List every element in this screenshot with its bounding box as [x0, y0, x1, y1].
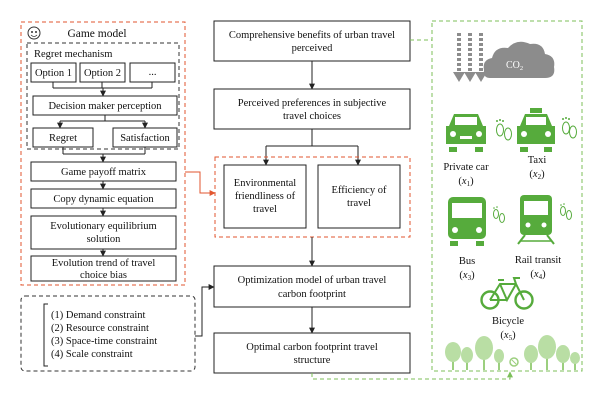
bus-variable: (x3): [459, 270, 475, 282]
private-car-icon: [446, 114, 486, 152]
evolution-trend-label-2: choice bias: [80, 270, 127, 281]
regret-label: Regret: [49, 133, 77, 144]
benefits-label-1: Comprehensive benefits of urban travel: [229, 30, 395, 41]
rail-transit-icon: [517, 195, 555, 245]
evolution-trend-label-1: Evolution trend of travel: [52, 258, 156, 269]
rail-footprint-icon: [560, 203, 572, 220]
game-to-perception-arrow: [185, 171, 216, 196]
emission-arrows-icon: [453, 33, 487, 82]
optimal-structure-label-2: structure: [294, 355, 331, 366]
taxi-footprint-icon: [562, 117, 577, 139]
bicycle-icon: [480, 277, 534, 310]
green-trees-illustration: [445, 335, 580, 370]
decision-perception-label: Decision maker perception: [48, 101, 162, 112]
optimization-label-2: carbon footprint: [278, 289, 346, 300]
recycle-leaf-icon: [509, 357, 519, 367]
payoff-matrix-label: Game payoff matrix: [61, 167, 147, 178]
options-connector: [52, 82, 153, 97]
private-car-variable: (x1): [458, 176, 474, 188]
taxi-variable: (x2): [529, 169, 545, 181]
perception-connector: [57, 115, 148, 129]
optimization-box: [213, 265, 411, 308]
regret-mechanism-label: Regret mechanism: [34, 49, 112, 60]
constraint-2: (2) Resource constraint: [51, 323, 149, 334]
rail-transit-label: Rail transit: [515, 255, 561, 266]
preferences-label-2: travel choices: [283, 111, 341, 122]
private-car-footprint-icon: [496, 119, 512, 141]
regret-mechanism-frame: [26, 42, 180, 150]
taxi-icon: [517, 108, 555, 152]
game-model-icon: [27, 26, 41, 40]
efficiency-label-1: Efficiency of: [332, 185, 387, 196]
evolution-trend-box: [30, 255, 177, 282]
bicycle-variable: (x5): [500, 330, 516, 342]
game-model-frame: [20, 21, 186, 286]
benefits-label-2: perceived: [292, 43, 334, 54]
travel-modes-frame: [431, 20, 583, 372]
optimal-structure-box: [213, 332, 411, 374]
environmental-label-2: friendliness of: [235, 191, 296, 202]
efficiency-box: [317, 164, 401, 229]
efficiency-label-2: travel: [347, 198, 371, 209]
optimal-to-nature-connector: [311, 371, 513, 380]
copy-dynamic-label: Copy dynamic equation: [53, 194, 154, 205]
bus-footprint-icon: [493, 206, 505, 223]
equilibrium-label-2: solution: [87, 234, 122, 245]
rail-transit-variable: (x4): [530, 269, 546, 281]
constraints-bracket: [43, 303, 48, 367]
co2-cloud-icon: [483, 41, 555, 78]
constraint-1: (1) Demand constraint: [51, 310, 146, 321]
private-car-label: Private car: [443, 162, 489, 173]
option-more-label: ...: [149, 67, 157, 78]
option-1-label: Option 1: [35, 68, 72, 79]
constraint-3: (3) Space-time constraint: [51, 336, 157, 347]
environmental-label-1: Environmental: [234, 178, 296, 189]
optimal-structure-label-1: Optimal carbon footprint travel: [246, 342, 378, 353]
bus-icon: [448, 197, 486, 246]
equilibrium-label-1: Evolutionary equilibrium: [50, 221, 156, 232]
preferences-box: [213, 88, 411, 130]
constraints-to-optimization-arrow: [195, 284, 215, 337]
preferences-label-1: Perceived preferences in subjective: [238, 98, 387, 109]
game-model-title: Game model: [67, 28, 126, 40]
preferences-connector: [263, 129, 361, 166]
co2-label: CO2: [506, 60, 523, 72]
taxi-label: Taxi: [528, 155, 547, 166]
constraints-frame: [20, 295, 196, 372]
optimization-label-1: Optimization model of urban travel: [238, 275, 387, 286]
environmental-label-3: travel: [253, 204, 277, 215]
constraint-4: (4) Scale constraint: [51, 349, 133, 360]
bus-label: Bus: [459, 256, 475, 267]
bicycle-label: Bicycle: [492, 316, 524, 327]
satisfaction-label: Satisfaction: [120, 133, 170, 144]
option-2-label: Option 2: [84, 68, 121, 79]
environmental-box: [223, 164, 307, 229]
mechanism-connector: [62, 147, 146, 163]
benefits-box: [213, 20, 411, 62]
